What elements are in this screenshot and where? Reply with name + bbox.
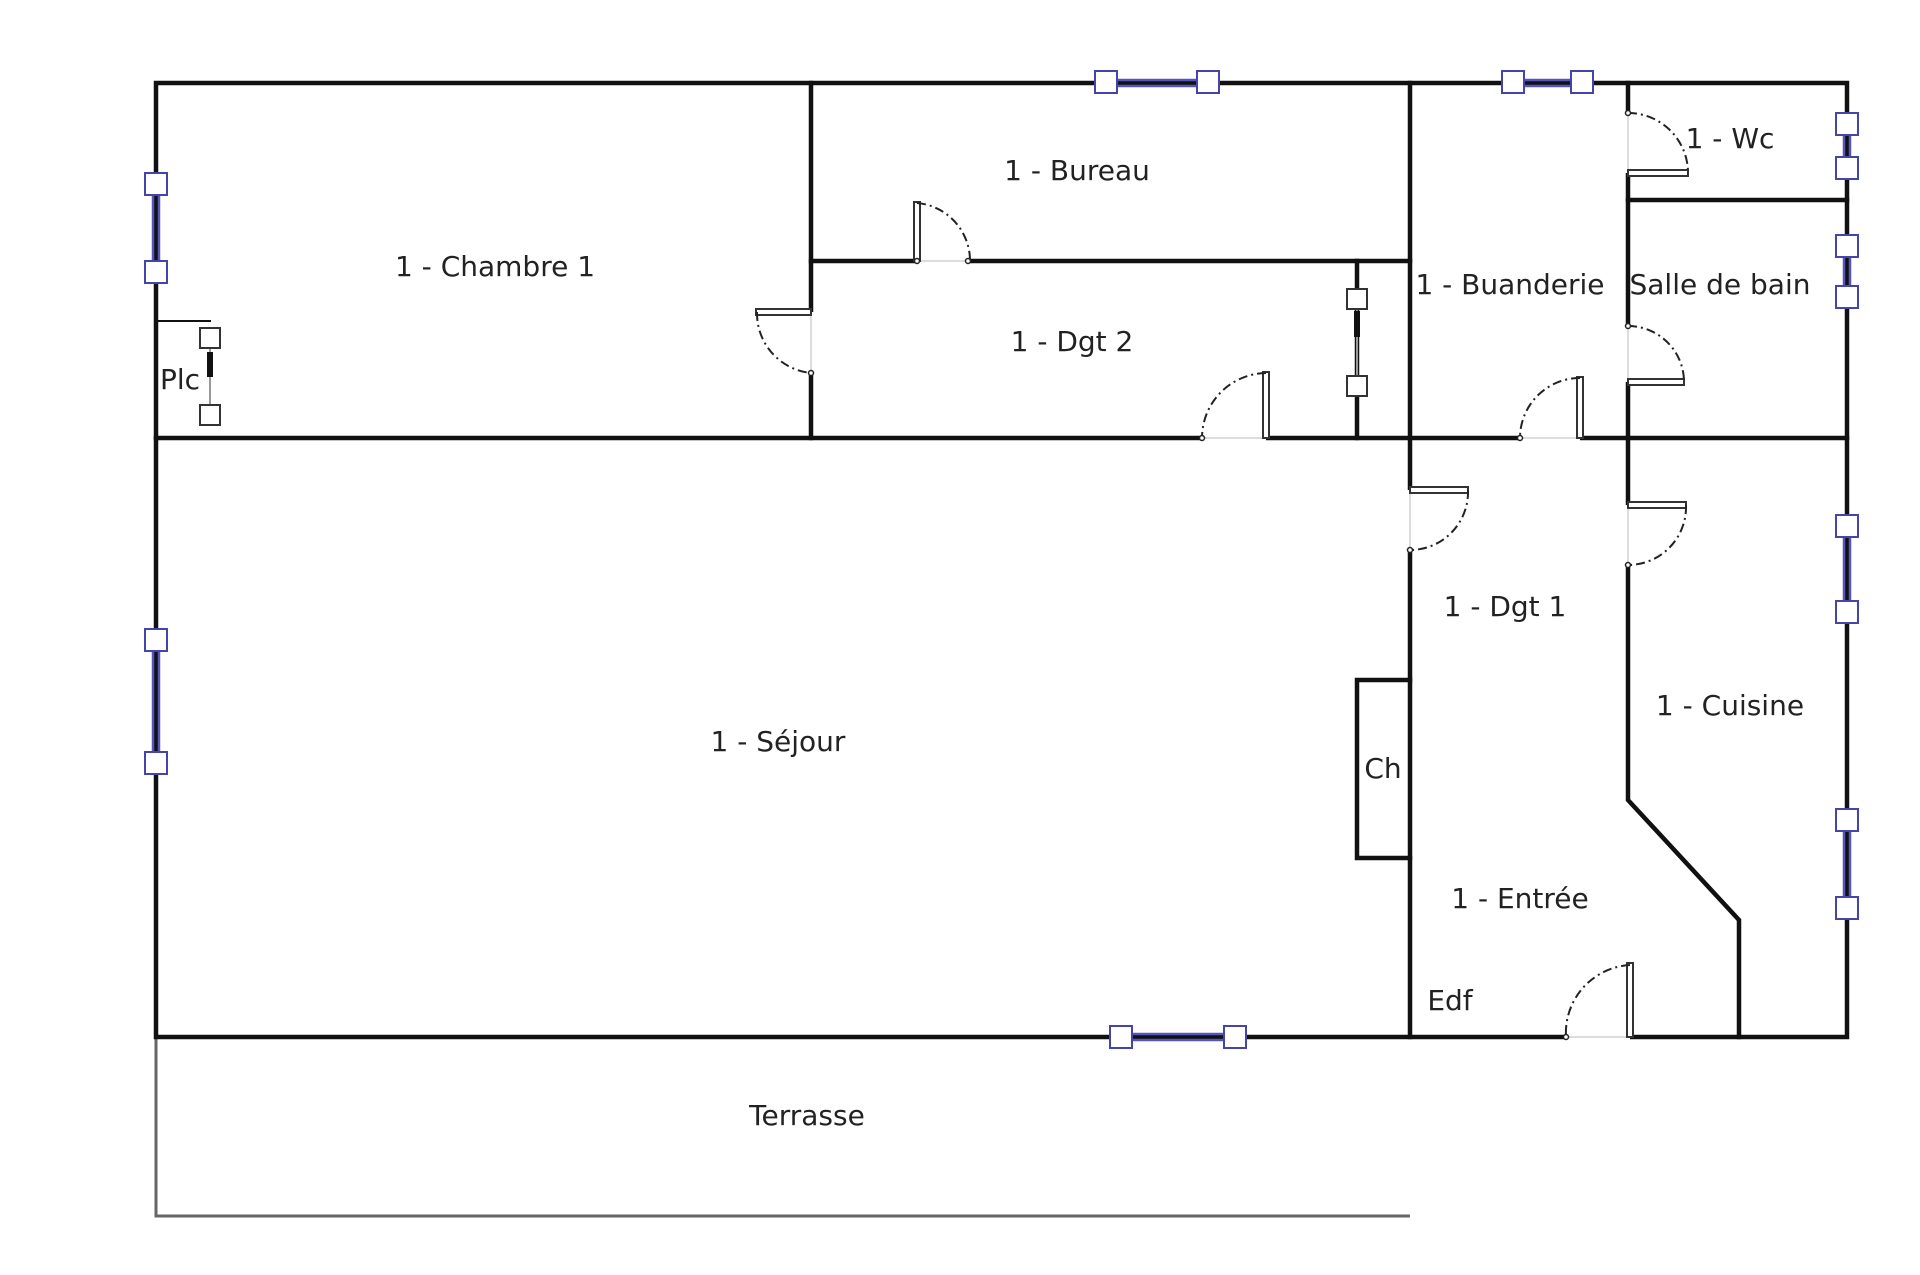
doors (755, 109, 1689, 1041)
room-label-sejour: 1 - Séjour (711, 725, 846, 758)
room-label-buanderie: 1 - Buanderie (1415, 268, 1604, 301)
room-label-dgt2: 1 - Dgt 2 (1011, 325, 1134, 358)
room-labels: 1 - Chambre 1 1 - Bureau 1 - Dgt 2 1 - B… (160, 122, 1811, 1132)
window-chambre-left (144, 172, 168, 284)
room-label-edf: Edf (1427, 984, 1473, 1017)
exterior-walls (153, 80, 1850, 1040)
wall-entree-cuisine (1625, 435, 1742, 1040)
room-label-cuisine: 1 - Cuisine (1656, 689, 1804, 722)
room-label-plc: Plc (160, 363, 200, 396)
sliding-panel-dgt2 (1346, 288, 1368, 397)
walls (153, 80, 1850, 1040)
door-cuisine (1624, 501, 1688, 569)
door-bureau (913, 201, 972, 265)
sliding-panels (199, 288, 1368, 426)
room-label-chambre: 1 - Chambre 1 (395, 250, 595, 283)
door-salle-de-bain (1624, 322, 1685, 386)
chimney (1354, 677, 1413, 861)
window-cuisine-right-upper (1835, 514, 1859, 624)
room-label-bureau: 1 - Bureau (1004, 154, 1150, 187)
door-chambre (755, 308, 815, 377)
door-dgt2 (1198, 371, 1270, 442)
room-label-dgt1: 1 - Dgt 1 (1444, 590, 1567, 623)
door-wc (1624, 109, 1689, 177)
door-entree (1562, 962, 1634, 1041)
window-buanderie-top (1501, 70, 1594, 94)
windows (144, 70, 1859, 1049)
sliding-panel-plc (199, 327, 221, 426)
terrace-outline (154, 1037, 1410, 1218)
room-label-wc: 1 - Wc (1686, 122, 1775, 155)
window-bureau-top (1094, 70, 1220, 94)
room-label-terrasse: Terrasse (748, 1099, 865, 1132)
window-bath-right (1835, 234, 1859, 309)
window-cuisine-right-lower (1835, 808, 1859, 920)
window-wc-right (1835, 112, 1859, 180)
window-sejour-left (144, 628, 168, 775)
window-sejour-bottom (1109, 1025, 1247, 1049)
door-dgt1 (1406, 486, 1470, 554)
room-label-entree: 1 - Entrée (1451, 882, 1588, 915)
door-buanderie (1516, 376, 1584, 442)
room-label-salle-de-bain: Salle de bain (1630, 268, 1811, 301)
room-label-ch: Ch (1364, 752, 1401, 785)
